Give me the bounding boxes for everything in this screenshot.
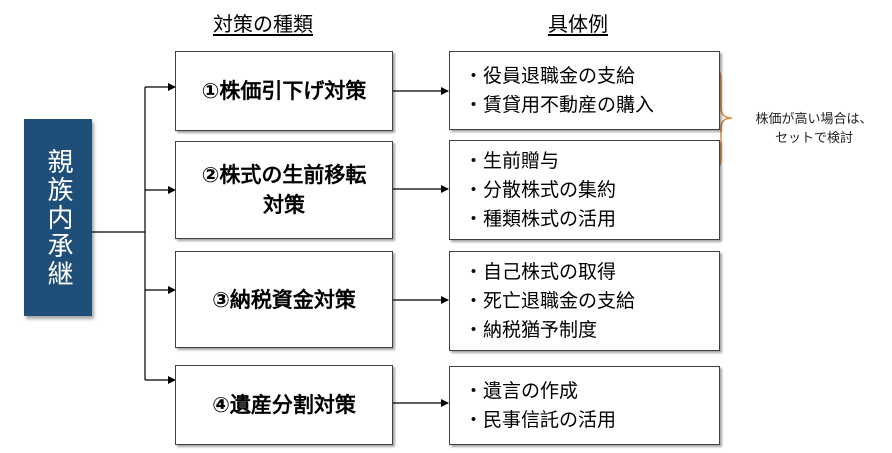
examples-box-1: ・役員退職金の支給 ・賃貸用不動産の購入 (449, 51, 720, 130)
measure-title-line2: 対策 (263, 193, 305, 217)
side-note: 株価が高い場合は、 セットで検討 (736, 110, 892, 148)
measure-box-4: ④遺産分割対策 (175, 365, 393, 445)
types-header: 対策の種類 (213, 12, 313, 36)
side-note-line1: 株価が高い場合は、 (755, 112, 873, 127)
measure-title: ①株価引下げ対策 (201, 79, 367, 103)
root-label: 親族内承継 (43, 147, 73, 288)
example-item: ・役員退職金の支給 (464, 64, 636, 87)
example-item: ・賃貸用不動産の購入 (464, 93, 655, 116)
examples-box-3: ・自己株式の取得 ・死亡退職金の支給 ・納税猶予制度 (449, 251, 720, 351)
example-item: ・自己株式の取得 (464, 260, 617, 283)
example-item: ・民事信託の活用 (464, 408, 617, 431)
examples-header: 具体例 (548, 12, 608, 36)
example-item: ・分散株式の集約 (464, 178, 617, 201)
note-brace (707, 65, 733, 173)
example-item: ・納税猶予制度 (464, 318, 598, 341)
measure-box-3: ③納税資金対策 (175, 251, 393, 348)
example-item: ・生前贈与 (464, 149, 560, 172)
side-note-line2: セットで検討 (774, 131, 853, 146)
example-item: ・遺言の作成 (464, 379, 579, 402)
examples-box-4: ・遺言の作成 ・民事信託の活用 (449, 366, 720, 445)
measure-box-1: ①株価引下げ対策 (175, 51, 393, 131)
measure-title: ④遺産分割対策 (212, 393, 356, 417)
measure-title: ③納税資金対策 (212, 287, 356, 312)
root-box: 親族内承継 (24, 119, 92, 316)
measure-title: ②株式の生前移転 (201, 163, 367, 187)
examples-box-2: ・生前贈与 ・分散株式の集約 ・種類株式の活用 (449, 140, 720, 240)
example-item: ・種類株式の活用 (464, 207, 617, 230)
example-item: ・死亡退職金の支給 (464, 289, 636, 312)
measure-box-2: ②株式の生前移転 対策 (175, 141, 393, 239)
